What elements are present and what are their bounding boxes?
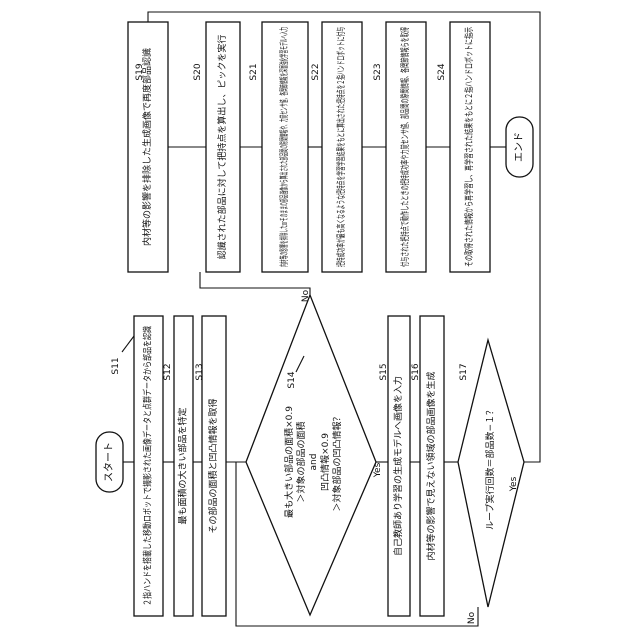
s14-no-label: No <box>301 289 311 302</box>
step-s12: 最も面積の大きい部品を特定 S12 <box>163 316 193 616</box>
step-s14-line1: 最も大きい部品の面積×0.9 <box>283 406 295 518</box>
step-s24-id: S24 <box>437 63 447 80</box>
end-terminal: エンド <box>506 117 533 177</box>
step-s19: 内材等の影響を排除した生成画像で再度部品認識 S19 <box>128 22 168 272</box>
step-s12-text: 最も面積の大きい部品を特定 <box>177 407 189 524</box>
step-s20-text: 認識された部品に対して把持点を算出し、ピックを実行 <box>216 35 228 260</box>
step-s15-id: S15 <box>379 363 389 380</box>
step-s14-line2: ＞対象の部品の面積 <box>295 421 307 502</box>
step-s23-id: S23 <box>373 63 383 80</box>
step-s11-id: S11 <box>111 357 121 374</box>
s17-no-label: No <box>467 611 477 624</box>
step-s17-decision: ループ実行回数＝部品数−１？ S17 Yes No <box>458 340 524 624</box>
step-s14-decision: 最も大きい部品の面積×0.9 ＞対象の部品の面積 and 凹凸情報×0.9 ＞対… <box>246 289 383 615</box>
step-s14-line3: and <box>309 454 319 471</box>
step-s16-text: 内材等の影響で見えない領域の部品画像を生成 <box>425 371 437 560</box>
step-s21-id: S21 <box>249 63 259 80</box>
s17-yes-label: Yes <box>509 476 519 492</box>
step-s24-text: その取得された情報から再学習し、再学習された結果をもとに２指ハンドロボットに指示 <box>463 27 475 267</box>
step-s17-id: S17 <box>459 363 469 380</box>
end-label: エンド <box>514 132 525 162</box>
step-s17-text: ループ実行回数＝部品数−１？ <box>484 406 496 530</box>
step-s14-line4: 凹凸情報×0.9 <box>319 433 331 491</box>
step-s15-text: 自己教師あり学習の生成モデルへ画像を入力 <box>392 376 404 556</box>
start-label: スタート <box>103 442 115 482</box>
step-s15: 自己教師あり学習の生成モデルへ画像を入力 S15 <box>379 316 410 616</box>
step-s13: その部品の面積と凹凸情報を取得 S13 <box>195 316 226 616</box>
step-s16-id: S16 <box>411 363 421 380</box>
step-s14-line5: ＞対象部品の凹凸情報？ <box>331 412 343 511</box>
step-s14-id: S14 <box>287 371 297 388</box>
step-s12-id: S12 <box>163 363 173 380</box>
start-terminal: スタート <box>96 432 123 492</box>
step-s16: 内材等の影響で見えない領域の部品画像を生成 S16 <box>411 316 444 616</box>
step-s22-id: S22 <box>311 63 321 80</box>
step-s21-text: 内材等の影響を排除したorそのままの部品画像から算出された部品間の隙間情報や、力… <box>278 27 290 267</box>
step-s19-id: S19 <box>135 63 145 80</box>
step-s11-text: ２指ハンドを搭載した移動ロボットで撮影された画像データと点群データから部品を認識 <box>142 326 154 606</box>
step-s20-id: S20 <box>193 63 203 80</box>
step-s13-text: その部品の面積と凹凸情報を取得 <box>207 398 219 533</box>
step-s23-text: 付与された把持点で動作したときの把持成功率や力覚センサ値、部品間の隙間情報、各関… <box>399 27 411 267</box>
step-s22-text: 把持成功率が最も高くなるような把持点を学習学習結果をもとに算出された把持点を２指… <box>335 27 347 267</box>
s14-yes-label: Yes <box>373 462 383 478</box>
step-s13-id: S13 <box>195 363 205 380</box>
